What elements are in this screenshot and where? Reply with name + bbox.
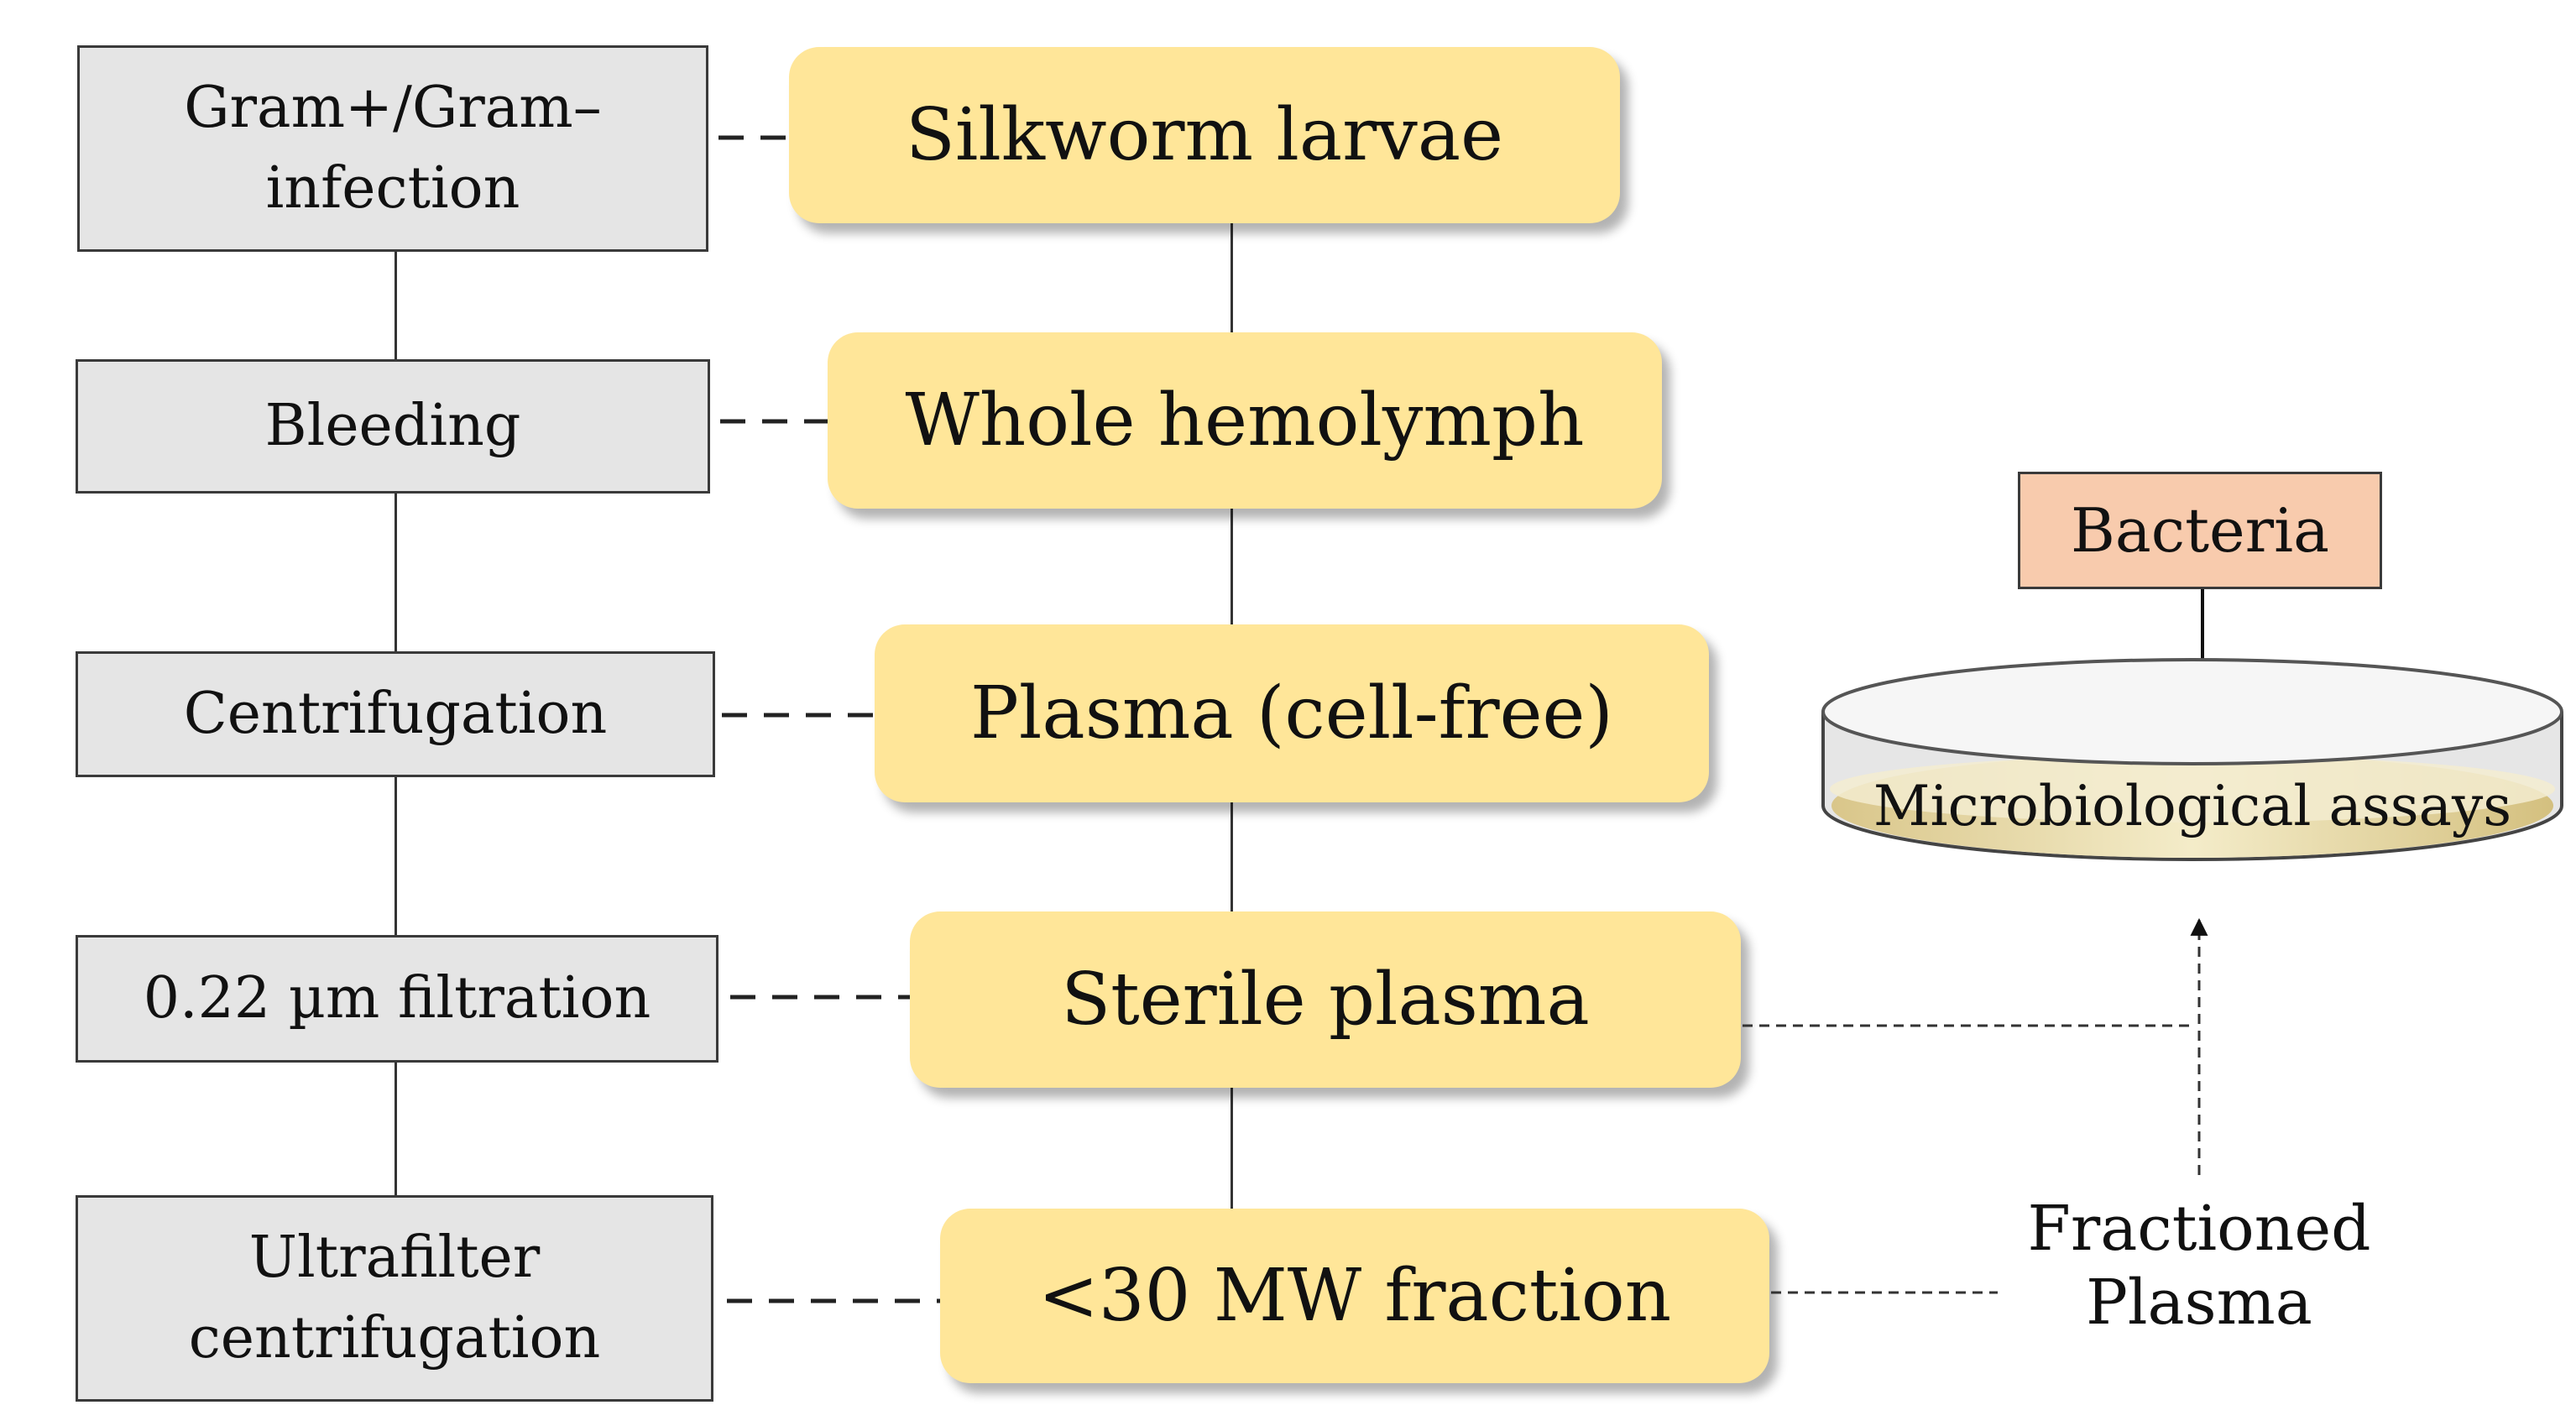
- stage-whole-hemolymph: Whole hemolymph: [828, 332, 1662, 509]
- stage-connector: [1231, 509, 1233, 624]
- step-ultrafilter: Ultrafilter centrifugation: [76, 1195, 713, 1402]
- stage-30mw-fraction-label: <30 MW fraction: [1037, 1254, 1672, 1338]
- step-ultrafilter-line1: Ultrafilter: [248, 1225, 541, 1291]
- stage-plasma-cell-free: Plasma (cell-free): [875, 624, 1709, 802]
- stage-plasma-cell-free-label: Plasma (cell-free): [970, 671, 1613, 755]
- step-bleeding: Bleeding: [76, 359, 710, 494]
- stage-connector: [1231, 802, 1233, 911]
- assay-label-text: Microbiological assays: [1873, 773, 2512, 838]
- step-connector: [394, 777, 397, 935]
- stage-connector: [1231, 223, 1233, 332]
- step-filtration: 0.22 µm filtration: [76, 935, 718, 1063]
- fractioned-plasma-label: Fractioned Plasma: [1981, 1192, 2417, 1343]
- stage-connector: [1231, 1088, 1233, 1209]
- step-connector: [394, 252, 397, 359]
- step-connector: [394, 1063, 397, 1195]
- step-centrifugation-label: Centrifugation: [183, 681, 608, 747]
- step-connector: [394, 494, 397, 651]
- stage-whole-hemolymph-label: Whole hemolymph: [905, 379, 1585, 462]
- step-infection-line2: infection: [265, 155, 520, 222]
- step-centrifugation: Centrifugation: [76, 651, 715, 777]
- stage-sterile-plasma: Sterile plasma: [910, 911, 1741, 1088]
- petri-dish-icon: [1821, 658, 2563, 861]
- fractioned-line1: Fractioned: [2027, 1193, 2371, 1265]
- step-ultrafilter-line2: centrifugation: [188, 1305, 601, 1371]
- stage-30mw-fraction: <30 MW fraction: [940, 1209, 1769, 1383]
- bacteria-label: Bacteria: [2070, 495, 2330, 566]
- step-infection-line1: Gram+/Gram–: [184, 75, 602, 141]
- stage-silkworm-larvae: Silkworm larvae: [789, 47, 1620, 223]
- step-infection: Gram+/Gram– infection: [77, 45, 708, 252]
- step-filtration-label: 0.22 µm filtration: [143, 965, 651, 1032]
- bacteria-box: Bacteria: [2018, 472, 2382, 589]
- stage-silkworm-larvae-label: Silkworm larvae: [905, 93, 1504, 177]
- stage-sterile-plasma-label: Sterile plasma: [1061, 958, 1590, 1042]
- assay-label: Microbiological assays: [1823, 764, 2562, 848]
- fractioned-line2: Plasma: [2086, 1267, 2312, 1339]
- step-bleeding-label: Bleeding: [264, 393, 521, 459]
